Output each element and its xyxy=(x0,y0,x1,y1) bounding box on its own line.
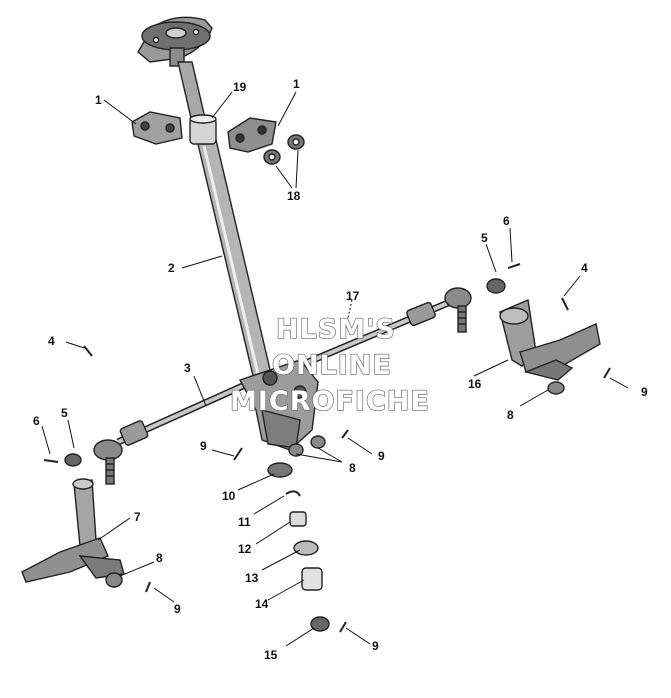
callout-3: 3 xyxy=(184,361,191,375)
callout-7: 7 xyxy=(134,510,141,524)
castle-nuts xyxy=(64,278,506,467)
callout-10: 10 xyxy=(222,489,236,503)
watermark-line-1: HLSM'S xyxy=(276,314,396,345)
shaft-bushing xyxy=(189,114,217,145)
steering-arm xyxy=(238,359,319,451)
callout-15: 15 xyxy=(264,648,278,662)
tie-rod-left xyxy=(116,372,267,446)
callout-1-right: 1 xyxy=(293,77,300,91)
callout-5-right: 5 xyxy=(481,231,488,245)
cotter-pins xyxy=(43,263,611,633)
lock-nuts xyxy=(263,134,305,165)
callout-6-right: 6 xyxy=(503,214,510,228)
spindle-left xyxy=(21,478,125,583)
callout-labels: 1 1 19 18 2 6 5 4 17 4 3 16 9 8 6 5 9 9 … xyxy=(33,77,648,662)
parts-layer xyxy=(21,16,611,633)
callout-13: 13 xyxy=(245,571,259,585)
steering-post-plate xyxy=(137,16,213,67)
column-parts-stack xyxy=(267,462,330,632)
callout-4-left: 4 xyxy=(48,334,55,348)
callout-5-left: 5 xyxy=(61,406,68,420)
callout-11: 11 xyxy=(238,515,251,529)
spindle-right xyxy=(499,299,601,381)
callout-12: 12 xyxy=(238,542,252,556)
callout-17: 17 xyxy=(346,289,360,303)
hex-nuts xyxy=(105,381,565,588)
callout-9-a: 9 xyxy=(641,385,648,399)
callout-19: 19 xyxy=(233,80,247,94)
bearing-block-right xyxy=(227,117,277,153)
watermark-line-3: MICROFICHE xyxy=(230,386,430,417)
callout-4-right: 4 xyxy=(581,261,588,275)
callout-2: 2 xyxy=(168,261,175,275)
leader-lines xyxy=(41,91,629,647)
callout-16: 16 xyxy=(468,377,482,391)
tie-rod-end-right xyxy=(444,287,472,333)
watermark: HLSM'S ONLINE MICROFICHE xyxy=(229,313,430,417)
callout-14: 14 xyxy=(255,597,269,611)
callout-1-left: 1 xyxy=(95,93,102,107)
callout-18: 18 xyxy=(287,189,301,203)
watermark-line-2: ONLINE xyxy=(272,350,392,381)
callout-8-center: 8 xyxy=(349,461,356,475)
callout-9-b: 9 xyxy=(200,439,207,453)
tie-rod-end-left xyxy=(93,439,123,485)
steering-shaft xyxy=(177,61,273,381)
callout-8-right: 8 xyxy=(507,408,514,422)
tie-rod-right xyxy=(278,296,457,378)
callout-6-left: 6 xyxy=(33,414,40,428)
callout-9-d: 9 xyxy=(174,602,181,616)
callout-8-left: 8 xyxy=(156,551,163,565)
callout-9-c: 9 xyxy=(378,449,385,463)
bearing-block-left xyxy=(131,111,183,145)
callout-9-e: 9 xyxy=(372,639,379,653)
